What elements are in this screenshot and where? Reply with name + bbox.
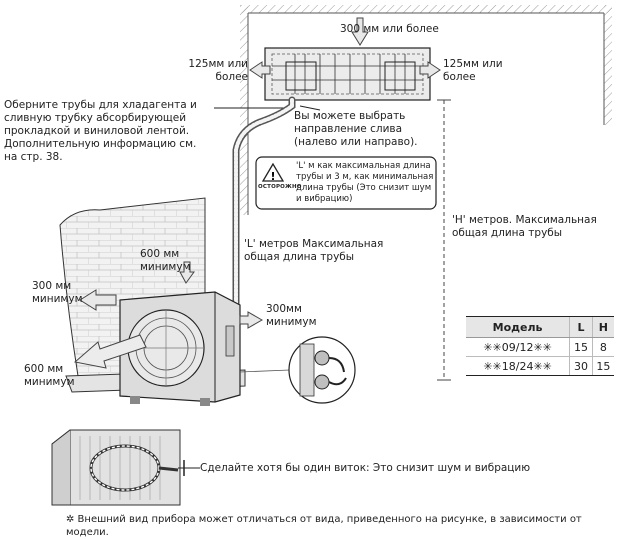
col-header-h: H — [591, 316, 614, 338]
h-dimension-line — [437, 99, 451, 381]
svg-text:!: ! — [270, 170, 275, 183]
l-meters-label: 'L' метров Максимальная общая длина труб… — [244, 238, 384, 263]
col-header-l: L — [569, 316, 593, 338]
caution-box: ! — [255, 156, 437, 210]
indoor-unit — [264, 47, 431, 101]
left-clearance-arrow — [249, 61, 271, 79]
front-600-label: 600 мм минимум — [24, 363, 75, 388]
one-turn-label: Сделайте хотя бы один виток: Это снизит … — [200, 462, 531, 474]
right-300-label: 300мм минимум — [266, 303, 317, 328]
footnote: ✲ Внешний вид прибора может отличаться о… — [66, 514, 582, 538]
top-clearance-arrow — [351, 17, 369, 46]
col-header-model: Модель — [466, 316, 570, 338]
cell-l: 15 — [569, 337, 593, 357]
table-row: ✳✳09/12✳✳ 15 8 — [466, 337, 614, 357]
h-meters-label: 'H' метров. Максимальная общая длина тру… — [452, 214, 597, 239]
cell-h: 15 — [591, 356, 614, 376]
cell-model: ✳✳09/12✳✳ — [466, 337, 570, 357]
cell-model: ✳✳18/24✳✳ — [466, 356, 570, 376]
rear-clearance-arrow — [179, 261, 195, 284]
rear-600-label: 600 мм минимум — [140, 248, 191, 273]
pipe-coil-illustration — [51, 429, 200, 506]
left-outdoor-clearance-arrow — [79, 289, 117, 311]
model-spec-table: Модель L H ✳✳09/12✳✳ 15 8 ✳✳18/24✳✳ 30 1… — [466, 316, 614, 376]
table-header-row: Модель L H — [466, 316, 614, 338]
cell-l: 30 — [569, 356, 593, 376]
caution-text: 'L' м как максимальная длина трубы и 3 м… — [296, 161, 434, 204]
caution-badge: ОСТОРОЖНО — [258, 184, 302, 190]
top-clearance-label: 300 мм или более — [340, 23, 439, 35]
cell-h: 8 — [591, 337, 614, 357]
left-300-label: 300 мм минимум — [32, 280, 83, 305]
drain-leader — [299, 105, 321, 111]
drain-direction-label: Вы можете выбрать направление слива (нал… — [294, 110, 418, 148]
refrigerant-pipe — [232, 96, 296, 319]
table-row: ✳✳18/24✳✳ 30 15 — [466, 356, 614, 376]
front-clearance-arrow — [73, 334, 147, 369]
right-clearance-arrow — [419, 61, 441, 79]
left-clearance-label: 125мм или более — [188, 58, 248, 83]
right-clearance-label: 125мм или более — [443, 58, 503, 83]
room-wall — [240, 5, 612, 215]
wrap-pipes-label: Оберните трубы для хладагента и сливную … — [4, 99, 197, 163]
valve-detail — [239, 336, 356, 404]
right-outdoor-clearance-arrow — [239, 311, 264, 329]
